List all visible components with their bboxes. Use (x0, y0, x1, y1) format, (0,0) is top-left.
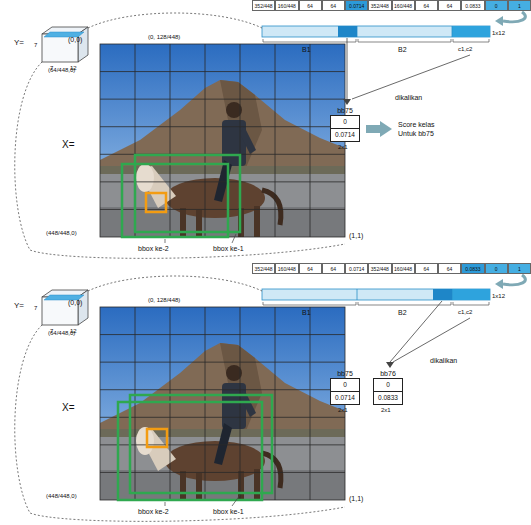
bounding-box (130, 395, 272, 493)
vector-cell: 64 (299, 263, 322, 274)
annotation-label: B1 (302, 308, 311, 317)
vector-cell: 64 (322, 263, 345, 274)
annotation-label: bbox ke-2 (138, 507, 169, 516)
vector-cell: 64 (322, 0, 345, 11)
vector-box: 00.0833 (373, 378, 403, 405)
vector-cell: 160/448 (392, 0, 415, 11)
annotation-label: (1,1) (349, 494, 363, 503)
vector-cell: 352/448 (252, 263, 275, 274)
vector-cell: 64 (415, 263, 438, 274)
annotation-label: 2x1 (338, 406, 348, 414)
annotation-label: 1x12 (492, 29, 505, 37)
arrowhead (343, 99, 351, 105)
annotation-label: Score kelas Untuk bb75 (398, 120, 442, 138)
annotation-label: (1,1) (349, 231, 363, 240)
annotation-label: 2x1 (338, 143, 348, 151)
vector-value: 0 (374, 379, 402, 391)
vector-cell: 0 (485, 263, 508, 274)
vector-name: bb75 (330, 106, 360, 115)
vector-bar (15, 275, 526, 521)
annotation-label: (0, 128/448) (148, 33, 180, 41)
annotation-label: X= (62, 401, 75, 414)
annotation-label: (448/448,0) (46, 229, 77, 237)
tensor-cube (42, 290, 88, 325)
annotation-label: Y= (14, 38, 24, 48)
vector-bar (15, 12, 526, 258)
tensor-cube (42, 27, 88, 62)
vector-cell: 64 (415, 0, 438, 11)
annotation-label: B2 (398, 45, 407, 54)
grid-cell-marker (146, 193, 166, 212)
annotation-label: 7 (34, 41, 37, 49)
bounding-box (122, 164, 228, 237)
vector-name: bb75 (330, 369, 360, 378)
vector-cell: 160/448 (275, 0, 298, 11)
annotation-label: (64/448,0) (48, 66, 75, 74)
vector-value: 0 (331, 116, 359, 128)
vector-cell: 0.0833 (461, 263, 484, 274)
annotation-label: B2 (398, 308, 407, 317)
vector-cell: 0.0833 (461, 0, 484, 11)
vector-cell: 64 (438, 263, 461, 274)
vector-name: bb76 (373, 369, 403, 378)
annotation-label: dikalikan (430, 356, 457, 365)
grid-cell-marker (147, 429, 167, 447)
vector-cell: 352/448 (368, 0, 391, 11)
vector-cell: 352/448 (368, 263, 391, 274)
vector-value: 0 (331, 379, 359, 391)
annotation-label: Y= (14, 301, 24, 311)
annotation-label: c1,c2 (458, 308, 472, 316)
annotation-label: bbox ke-1 (213, 244, 244, 253)
vector-cell: 352/448 (252, 0, 275, 11)
annotation-label: 1x12 (492, 292, 505, 300)
bounding-box (118, 402, 262, 500)
annotation-label: 2x1 (381, 406, 391, 414)
photo-grid (100, 44, 345, 237)
score-vector: bb7500.0714 (330, 369, 360, 405)
annotation-label: (0, 128/448) (148, 296, 180, 304)
vector-cell: 1 (508, 263, 531, 274)
bar-highlight (433, 289, 452, 300)
vector-cell: 160/448 (392, 263, 415, 274)
annotation-label: (0,0) (68, 35, 82, 44)
score-vector: bb7600.0833 (373, 369, 403, 405)
block-arrow (366, 121, 392, 137)
arrowhead (386, 362, 394, 368)
annotation-label: (448/448,0) (46, 492, 77, 500)
annotation-label: bbox ke-1 (213, 507, 244, 516)
annotation-label: c1,c2 (458, 45, 472, 53)
leader-line (165, 234, 236, 243)
vector-cell: 64 (299, 0, 322, 11)
multiply-line (347, 38, 470, 99)
annotation-label: (0,0) (68, 298, 82, 307)
vector-value: 0.0833 (374, 391, 402, 404)
annotation-label: (64/448,0) (48, 329, 75, 337)
annotation-label: 7 (34, 304, 37, 312)
vector-cell: 160/448 (275, 263, 298, 274)
bottom-panel (15, 275, 526, 521)
vector-box: 00.0714 (330, 378, 360, 405)
vector-cell: 0.0714 (345, 0, 368, 11)
top-panel (15, 12, 526, 258)
vector-cell: 1 (508, 0, 531, 11)
photo-grid (100, 307, 345, 500)
annotation-label: X= (62, 138, 75, 151)
score-vector: bb7500.0714 (330, 106, 360, 142)
vector-value: 0.0714 (331, 391, 359, 404)
vector-cell: 0 (485, 0, 508, 11)
bar-highlight (338, 26, 357, 37)
vector-cell: 64 (438, 0, 461, 11)
vector-value: 0.0714 (331, 128, 359, 141)
bounding-box (135, 155, 240, 232)
annotation-label: B1 (302, 45, 311, 54)
vector-box: 00.0714 (330, 115, 360, 142)
annotation-label: dikalikan (395, 93, 422, 102)
leader-line (165, 495, 240, 506)
vector-cell: 0.0714 (345, 263, 368, 274)
annotation-label: bbox ke-2 (138, 244, 169, 253)
